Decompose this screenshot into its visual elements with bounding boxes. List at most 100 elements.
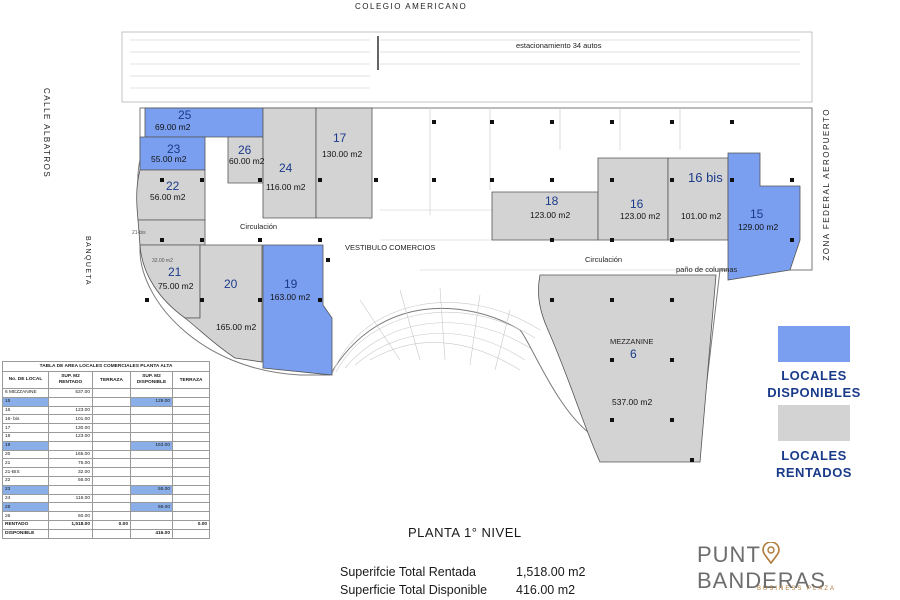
unit-16-area: 123.00 m2 (620, 211, 660, 221)
mezzanine-label: MEZZANINE (610, 337, 653, 346)
table-row: 15 129.00 (2, 396, 211, 407)
unit-22-area: 56.00 m2 (150, 192, 186, 202)
table-caption: TABLA DE AREA LOCALES COMERCIALES PLANTA… (1, 361, 211, 372)
table-cell: 165.00 (48, 449, 93, 460)
table-header: No. DE LOCAL (2, 371, 49, 389)
unit-16-bis-number: 16 bis (688, 170, 723, 185)
table-header: SUP. M2 RENTADO (48, 371, 93, 389)
table-cell (171, 449, 211, 460)
table-cell: 0.00 (92, 519, 131, 530)
table-cell (92, 528, 131, 539)
table-cell (92, 388, 131, 398)
unit-21-area: 75.00 m2 (158, 281, 194, 291)
table-cell: DISPONIBLE (2, 528, 49, 539)
table-cell: 0.00 (171, 519, 211, 530)
table-cell (48, 484, 93, 495)
table-cell (130, 475, 173, 486)
unit-6-number: 6 (630, 347, 637, 361)
table-cell (171, 528, 211, 539)
lobby-label: VESTIBULO COMERCIOS (345, 243, 435, 252)
brand-logo: PUNT BANDERAS (697, 541, 900, 594)
unit-20 (183, 244, 263, 363)
parking-area (121, 31, 813, 103)
summary-rented-value: 1,518.00 m2 (516, 565, 586, 579)
table-row: DISPONIBLE 416.00 (2, 528, 211, 539)
unit-17 (315, 107, 373, 219)
table-cell (48, 502, 93, 513)
table-cell: 21-BIS (2, 467, 49, 477)
table-cell (48, 396, 93, 407)
area-table: TABLA DE AREA LOCALES COMERCIALES PLANTA… (1, 361, 211, 539)
table-cell: 19 (2, 440, 49, 451)
unit-16-bis-area: 101.00 m2 (681, 211, 721, 221)
table-row: 23 55.00 (2, 484, 211, 495)
table-cell: 130.00 (48, 423, 93, 433)
table-cell: 123.00 (48, 405, 93, 416)
unit-6-area: 537.00 m2 (612, 397, 652, 407)
unit-20-area: 165.00 m2 (216, 322, 256, 332)
table-cell (130, 414, 173, 425)
legend-rented-line2: RENTADOS (776, 465, 852, 480)
unit-6 (538, 274, 717, 463)
table-cell: RENTADO (2, 519, 49, 530)
table-cell (92, 484, 131, 495)
table-cell (92, 511, 131, 521)
unit-23-number: 23 (167, 142, 181, 156)
table-header-row: No. DE LOCAL SUP. M2 RENTADO TERRAZA SUP… (2, 371, 211, 389)
table-cell (92, 493, 131, 504)
unit-15-area: 129.00 m2 (738, 222, 778, 232)
table-cell: 22 (2, 475, 49, 486)
sidewalk-label: BANQUETA (84, 236, 91, 286)
table-cell (171, 475, 211, 486)
table-cell (171, 502, 211, 513)
table-cell: 15 (2, 396, 49, 407)
unit-19-area: 163.00 m2 (270, 292, 310, 302)
table-cell (130, 388, 173, 398)
table-cell: 21 (2, 458, 49, 469)
pin-icon (761, 541, 781, 565)
table-cell: 55.00 (130, 484, 173, 495)
table-cell (171, 396, 211, 407)
table-cell: 116.00 (48, 493, 93, 504)
table-cell (171, 484, 211, 495)
table-cell: 20 (2, 449, 49, 460)
table-cell: 416.00 (130, 528, 173, 539)
brand-name-right: BANDERAS (697, 568, 827, 593)
legend-available-label: LOCALES DISPONIBLES (758, 367, 870, 401)
circulation-label-right: Circulación (585, 255, 622, 264)
table-cell: 69.00 (130, 502, 173, 513)
unit-16-number: 16 (630, 197, 644, 211)
legend-available-swatch (778, 326, 850, 362)
street-left-label: CALLE ALBATROS (42, 88, 51, 179)
table-cell: 129.00 (130, 396, 173, 407)
table-cell (92, 449, 131, 460)
lobby-curves (331, 287, 541, 376)
table-cell (171, 440, 211, 451)
unit-shapes (136, 107, 801, 463)
brand-tagline: BUSINESS PLAZA (757, 586, 837, 592)
columns-label: paño de columnas (676, 265, 738, 274)
table-cell (92, 431, 131, 442)
table-cell (171, 414, 211, 425)
table-cell: 18 (2, 431, 49, 442)
unit-19 (262, 244, 333, 376)
table-cell: 56.00 (48, 475, 93, 486)
table-cell: 23 (2, 484, 49, 495)
unit-25-area: 69.00 m2 (155, 122, 191, 132)
columns (145, 120, 794, 462)
table-cell (92, 423, 131, 433)
unit-17-number: 17 (333, 131, 347, 145)
table-cell (92, 458, 131, 469)
table-cell (92, 502, 131, 513)
legend-available-line1: LOCALES (781, 368, 847, 383)
table-cell (92, 414, 131, 425)
summary-available-label: Superficie Total Disponible (340, 583, 488, 597)
